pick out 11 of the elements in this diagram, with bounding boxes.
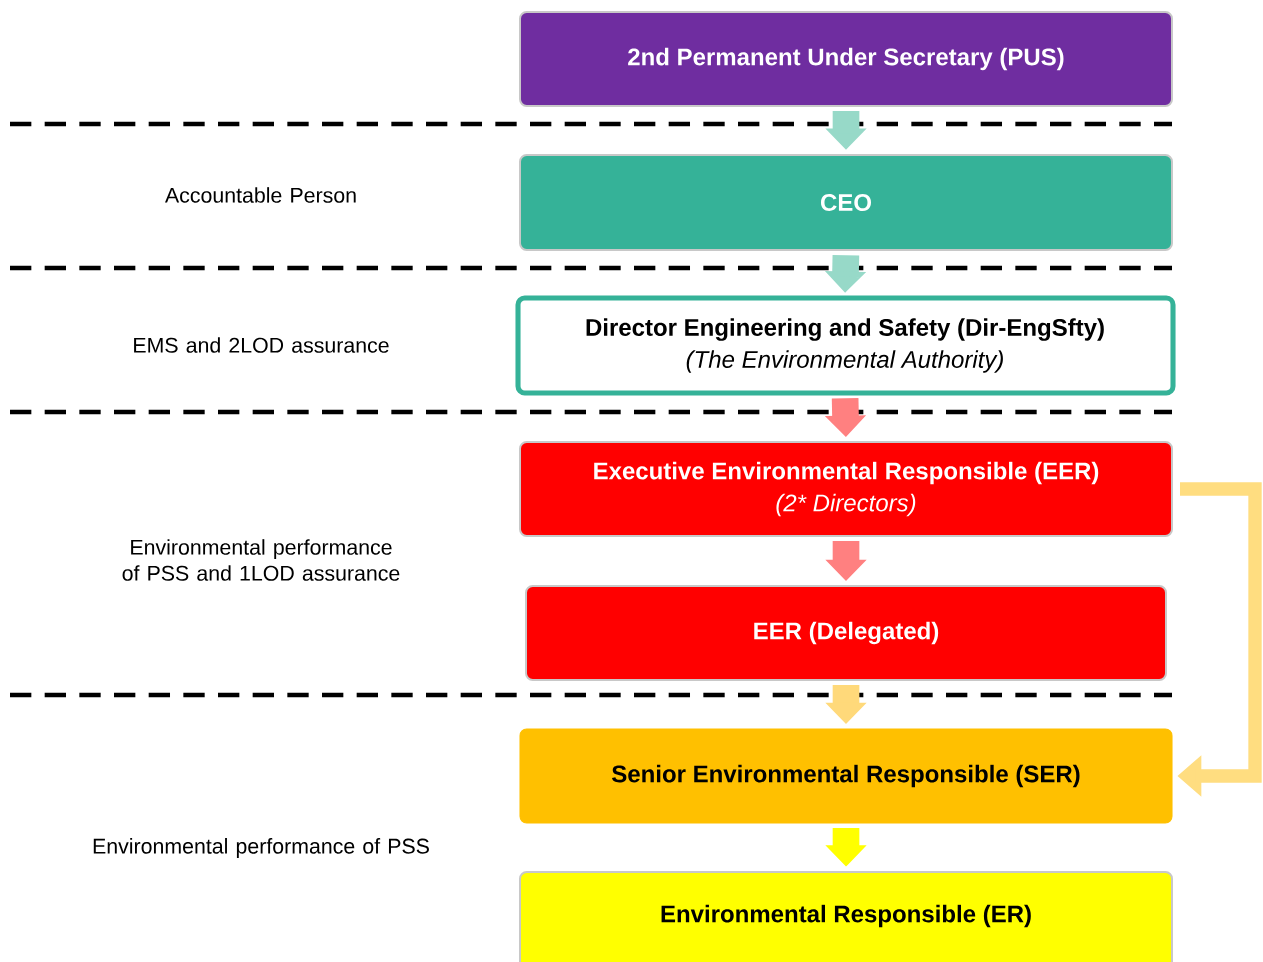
side-label: EMS and 2LOD assurance <box>134 337 389 353</box>
org-box: Director Engineering and Safety (Dir-EngSfty) (The Environmental Authority) <box>515 295 1176 396</box>
org-box: Executive Environmental Responsible (EER) (2* Directors) <box>519 441 1173 537</box>
side-label: Accountable Person <box>165 187 356 203</box>
org-box: 2nd Permanent Under Secretary (PUS) <box>519 11 1173 107</box>
side-label: Environmental performance of PSS <box>93 838 429 858</box>
org-box: CEO <box>519 154 1173 251</box>
org-box: Senior Environmental Responsible (SER) <box>519 728 1173 824</box>
org-box: EER (Delegated) <box>525 585 1167 681</box>
org-box: Environmental Responsible (ER) <box>519 871 1173 962</box>
side-label: Environmental performance of PSS and 1LOD assurance <box>122 539 400 581</box>
